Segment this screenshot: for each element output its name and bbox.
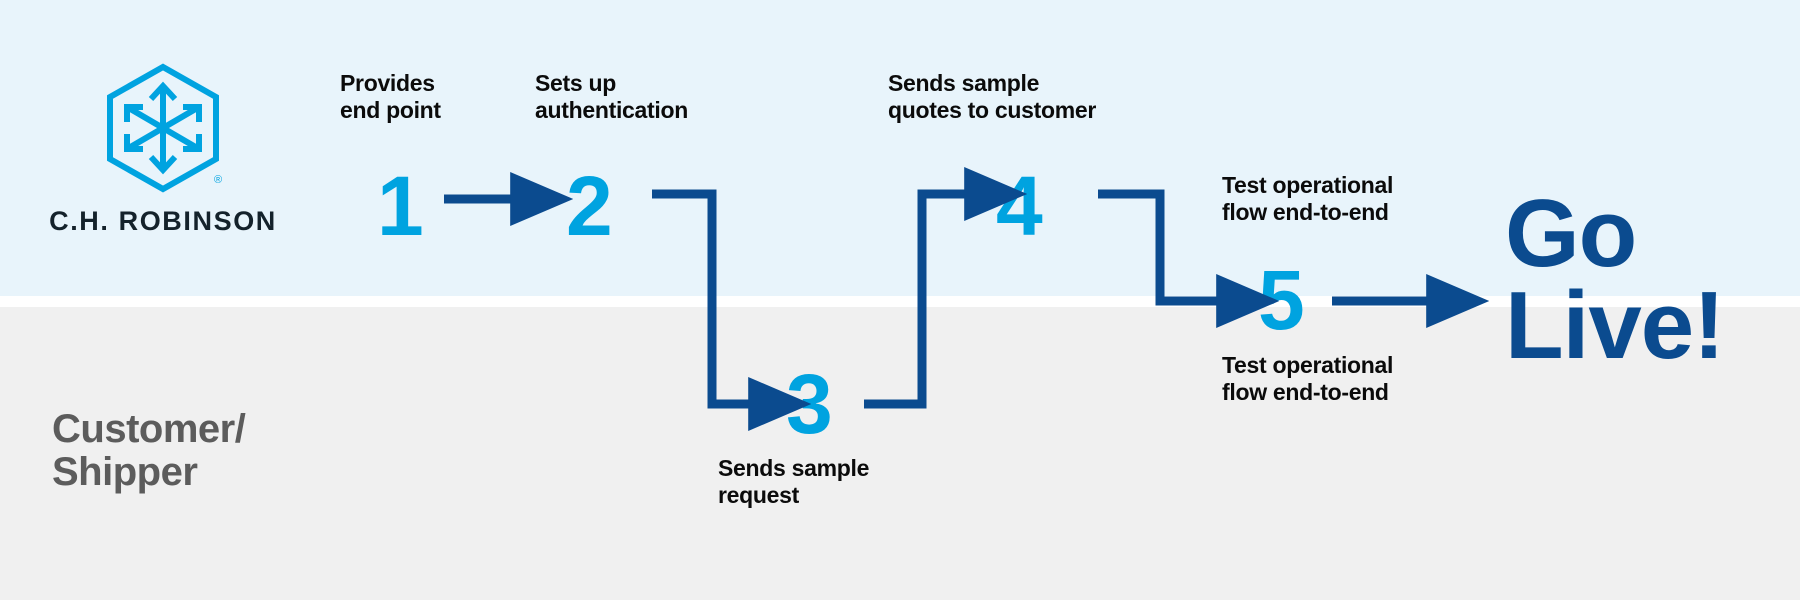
step-number-4: 4 <box>996 159 1043 253</box>
step-number-1: 1 <box>377 159 424 253</box>
step-4-caption: Sends sample quotes to customer <box>888 70 1097 123</box>
svg-text:®: ® <box>214 174 222 186</box>
step-3-caption: Sends sample request <box>718 455 870 508</box>
brand-logo: ® C.H. ROBINSON <box>48 62 278 237</box>
lane-label-customer-shipper: Customer/ Shipper <box>52 407 246 495</box>
brand-wordmark: C.H. ROBINSON <box>49 206 277 236</box>
go-live-label: Go Live! <box>1505 180 1725 380</box>
ch-robinson-hexagon-icon: ® <box>107 63 222 193</box>
step-5-caption-top: Test operational flow end-to-end <box>1222 172 1394 225</box>
step-number-3: 3 <box>786 357 833 451</box>
step-number-5: 5 <box>1258 253 1305 347</box>
step-1-caption: Provides end point <box>340 70 441 123</box>
step-number-2: 2 <box>566 159 613 253</box>
step-5-caption-bottom: Test operational flow end-to-end <box>1222 352 1394 405</box>
step-2-caption: Sets up authentication <box>535 70 688 123</box>
